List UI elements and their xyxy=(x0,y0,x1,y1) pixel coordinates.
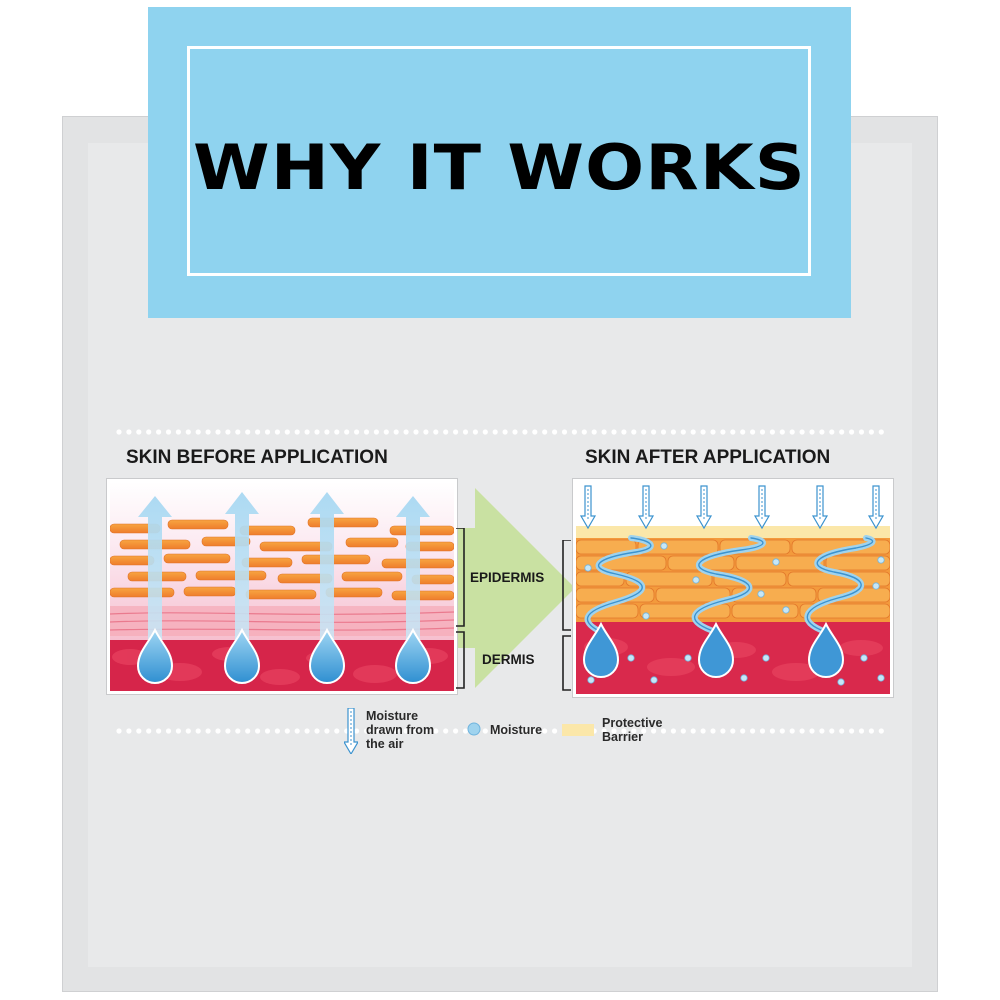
before-skin-panel xyxy=(107,479,457,694)
title-banner-border xyxy=(187,46,811,276)
epidermis-label: EPIDERMIS xyxy=(470,570,545,585)
before-heading: SKIN BEFORE APPLICATION xyxy=(126,447,388,468)
after-skin-panel xyxy=(573,479,893,697)
before-skin-illustration xyxy=(110,482,454,691)
title-banner xyxy=(148,7,851,318)
legend-moisture-label: Moisture xyxy=(490,723,543,737)
bottom-dotted-divider xyxy=(116,728,884,734)
dermis-label: DERMIS xyxy=(482,652,535,667)
after-skin-illustration xyxy=(576,482,890,694)
before-layer-brackets xyxy=(456,528,465,689)
transition-arrow xyxy=(455,488,575,688)
legend-barrier-label: Protective Barrier xyxy=(602,716,663,744)
after-layer-brackets xyxy=(562,540,571,691)
legend-air-moisture-label: Moisture drawn from the air xyxy=(366,709,435,751)
moisture-dot-icon xyxy=(467,722,481,736)
after-heading: SKIN AFTER APPLICATION xyxy=(585,447,831,468)
protective-barrier-swatch xyxy=(562,724,594,736)
air-moisture-arrow-icon xyxy=(344,708,358,754)
page-title: WHY IT WORKS xyxy=(193,131,806,204)
top-dotted-divider xyxy=(116,429,884,435)
